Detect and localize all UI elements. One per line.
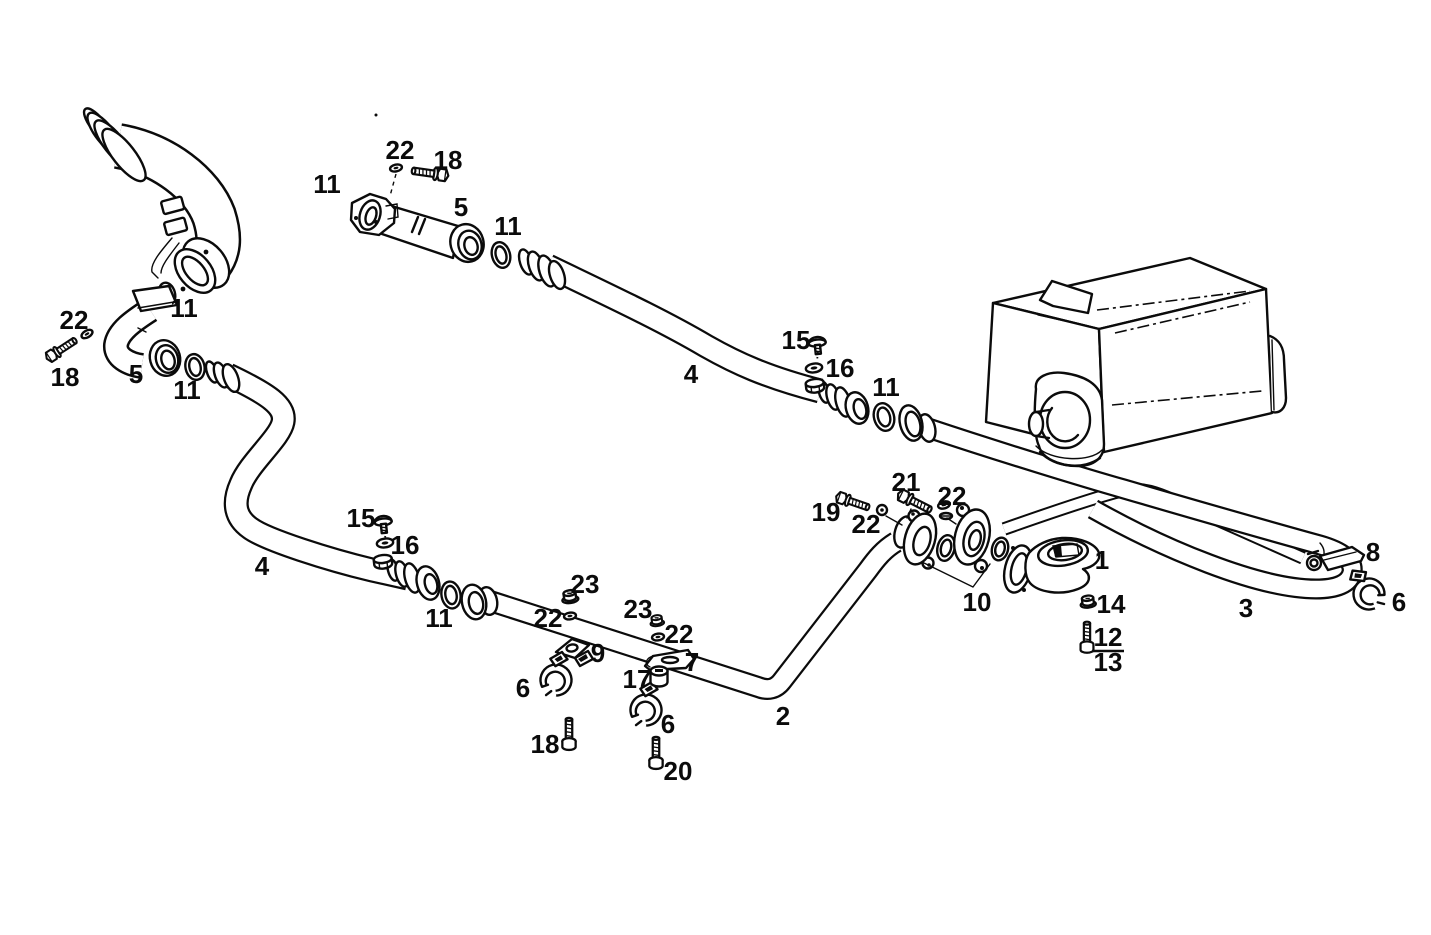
corrugated-duct — [82, 107, 242, 294]
callout-15-11: 15 — [782, 325, 811, 355]
callout-1-19: 1 — [1095, 545, 1109, 575]
o-ring-11-bottom-left — [440, 580, 462, 610]
callout-23-30: 23 — [571, 569, 600, 599]
callout-17-38: 17 — [623, 664, 652, 694]
callout-11-29: 11 — [425, 603, 453, 633]
callout-22-16: 22 — [852, 509, 881, 539]
callout-22-17: 22 — [938, 481, 967, 511]
callout-23-35: 23 — [624, 594, 653, 624]
callout-2-40: 2 — [776, 701, 790, 731]
callout-5-8: 5 — [454, 192, 468, 222]
callout-3-23: 3 — [1239, 593, 1253, 623]
callout-4-26: 4 — [255, 551, 270, 581]
bolt-20 — [648, 735, 664, 771]
heater-box — [984, 256, 1288, 468]
callout-5-2: 5 — [129, 359, 143, 389]
washer-22-mid-right — [650, 631, 666, 643]
callout-11-4: 11 — [170, 293, 198, 323]
callout-19-15: 19 — [812, 497, 841, 527]
washer-22-pair — [936, 498, 954, 521]
callout-15-27: 15 — [347, 503, 376, 533]
callout-13-22: 13 — [1094, 647, 1123, 677]
callout-9-32: 9 — [591, 638, 605, 668]
washer-22-mid-left — [562, 610, 578, 622]
o-ring-11-top — [490, 241, 512, 269]
callout-6-39: 6 — [661, 709, 675, 739]
exhaust-elbow-1 — [1002, 536, 1101, 594]
callout-22-5: 22 — [386, 135, 415, 165]
callout-16-28: 16 — [391, 530, 420, 560]
bracket-8 — [1305, 545, 1366, 572]
callout-18-6: 18 — [434, 145, 463, 175]
speck — [374, 113, 378, 117]
leader-lines — [374, 113, 957, 539]
elbow-hose-5-left — [103, 284, 182, 379]
washer-16-right — [804, 361, 824, 375]
o-ring-flange — [990, 536, 1010, 562]
callout-14-20: 14 — [1097, 589, 1126, 619]
callout-11-3: 11 — [173, 375, 201, 405]
pipe-5-top — [349, 192, 485, 264]
callout-6-33: 6 — [516, 673, 530, 703]
callout-7-37: 7 — [685, 647, 699, 677]
pipe-2 — [460, 532, 902, 700]
callout-11-9: 11 — [494, 211, 522, 241]
callout-10-18: 10 — [963, 587, 992, 617]
box-outlet — [1027, 371, 1106, 468]
callout-6-25: 6 — [1392, 587, 1406, 617]
duct-tab — [163, 216, 189, 237]
washer-22-faceon — [875, 503, 889, 517]
callout-18-1: 18 — [51, 362, 80, 392]
o-ring-11-left — [184, 352, 206, 382]
callout-4-10: 4 — [684, 359, 699, 389]
callout-11-7: 11 — [313, 169, 341, 199]
duct-tab — [160, 195, 186, 216]
callout-20-41: 20 — [664, 756, 693, 786]
callout-21-14: 21 — [892, 467, 921, 497]
bolt-18-bottom — [561, 716, 577, 752]
callout-22-31: 22 — [534, 603, 563, 633]
duct-strap — [151, 237, 180, 279]
bolt-18-left — [42, 333, 81, 365]
duct-flange — [173, 248, 217, 294]
o-ring-11-mid — [872, 402, 896, 432]
callout-11-13: 11 — [872, 372, 900, 402]
callout-16-12: 16 — [826, 353, 855, 383]
flange-joint-10 — [893, 502, 1010, 588]
leader-10 — [921, 561, 991, 588]
pipe-4-left — [204, 360, 441, 601]
callout-12-21: 12 — [1094, 622, 1123, 652]
callout-18-34: 18 — [531, 729, 560, 759]
box-top-step — [1038, 279, 1094, 315]
callout-8-24: 8 — [1366, 537, 1380, 567]
callout-22-0: 22 — [60, 305, 89, 335]
pipe-3-hairpin — [898, 404, 1363, 600]
nut-16-right — [804, 376, 826, 395]
callout-22-36: 22 — [665, 619, 694, 649]
clamp-6-left — [522, 649, 579, 709]
spacer-17 — [649, 665, 669, 688]
bolt-12-13 — [1079, 620, 1095, 654]
pipe-4-top — [517, 248, 870, 425]
nut-14 — [1078, 593, 1098, 610]
